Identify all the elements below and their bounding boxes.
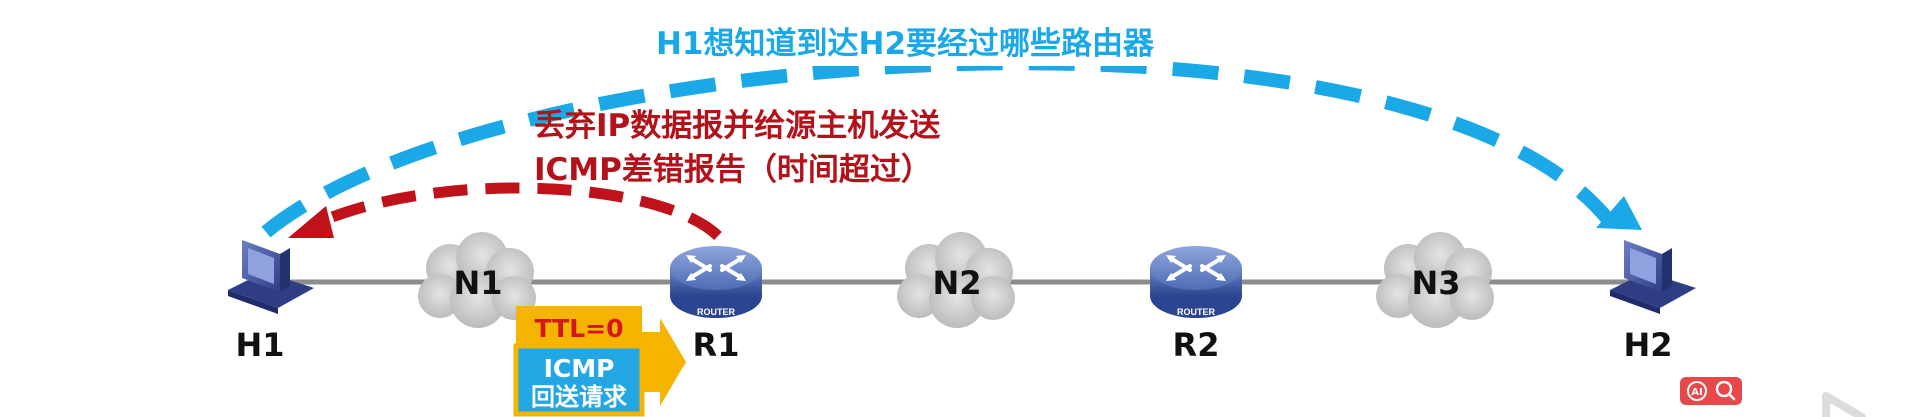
icmp-packet: TTL=0 ICMP 回送请求 — [513, 306, 686, 417]
network-n1-cloud: N1 — [418, 232, 536, 328]
host-h2: H2 — [1610, 240, 1696, 364]
packet-ttl-field — [516, 306, 642, 346]
play-icon[interactable] — [1822, 392, 1866, 417]
title-backing — [640, 18, 1170, 66]
packet-type-field — [513, 343, 645, 417]
router-badge-label: ROUTER — [697, 307, 736, 317]
icmp-error-arrowhead — [288, 206, 334, 238]
query-path-arrow — [261, 56, 1616, 238]
router-r1-label: R1 — [693, 326, 740, 364]
router-icon: ROUTER — [670, 246, 762, 318]
network-n3-cloud: N3 — [1376, 232, 1494, 328]
annotation-line-1: 丢弃IP数据报并给源主机发送 — [534, 108, 940, 144]
host-h1-label: H1 — [235, 326, 284, 364]
router-badge-label: ROUTER — [1177, 307, 1216, 317]
search-icon[interactable] — [1715, 380, 1736, 401]
computer-icon — [228, 240, 314, 314]
diagram-title: H1想知道到达H2要经过哪些路由器 — [656, 26, 1155, 62]
network-n2-label: N2 — [932, 264, 981, 302]
query-arrowhead — [1596, 196, 1642, 230]
cloud-icon — [897, 232, 1015, 328]
network-n1-label: N1 — [453, 264, 502, 302]
cloud-icon — [1376, 232, 1494, 328]
router-r2: ROUTER R2 — [1150, 246, 1242, 364]
router-r1: ROUTER R1 — [670, 246, 762, 364]
host-h2-label: H2 — [1623, 326, 1672, 364]
packet-direction-arrow — [640, 318, 686, 406]
ai-icon[interactable]: AI — [1687, 381, 1707, 401]
packet-type-line-2: 回送请求 — [531, 383, 627, 411]
network-n3-label: N3 — [1411, 264, 1460, 302]
ai-search-widget[interactable]: AI — [1680, 377, 1742, 405]
host-h1: H1 — [228, 240, 314, 364]
annotation-line-2: ICMP差错报告（时间超过） — [534, 152, 932, 188]
svg-text:AI: AI — [1691, 387, 1702, 398]
packet-ttl-label: TTL=0 — [535, 314, 624, 343]
router-r2-label: R2 — [1173, 326, 1220, 364]
cloud-icon — [418, 232, 536, 328]
router-icon: ROUTER — [1150, 246, 1242, 318]
icmp-error-arrow — [317, 182, 722, 241]
network-n2-cloud: N2 — [897, 232, 1015, 328]
packet-type-line-1: ICMP — [544, 354, 615, 383]
computer-icon — [1610, 240, 1696, 314]
